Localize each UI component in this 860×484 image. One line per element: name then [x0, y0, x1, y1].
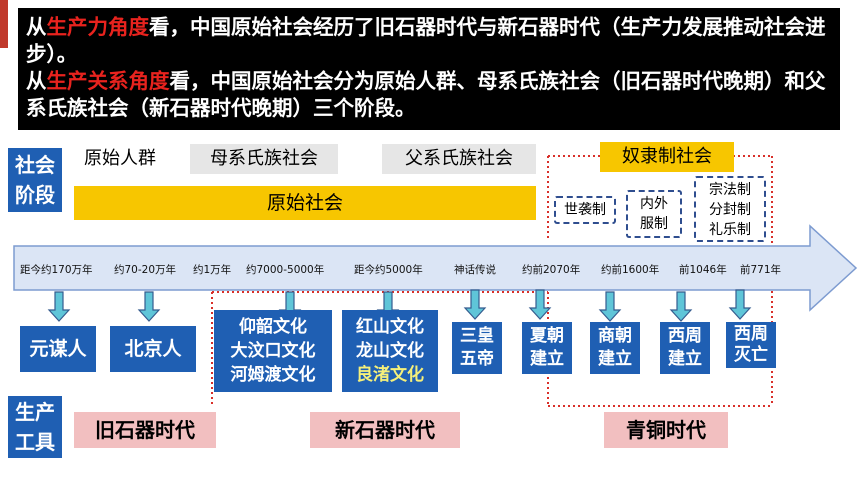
event-western-zhou-founded: 西周建立: [660, 322, 710, 374]
event-neolithic-cultures-2: 红山文化 龙山文化 良渚文化: [342, 310, 438, 392]
label-production-tools: 生产工具: [8, 396, 62, 458]
highlight-relations-of-production: 生产关系角度: [46, 69, 170, 93]
system-hereditary: 世袭制: [554, 196, 616, 224]
corner-accent: [0, 0, 8, 48]
era-bronze-age: 青铜时代: [604, 412, 728, 448]
callout-line-1: 从生产力角度看，中国原始社会经历了旧石器时代与新石器时代（生产力发展推动社会进步…: [26, 15, 826, 66]
highlight-productive-forces: 生产力角度: [46, 15, 150, 39]
system-zongfa-fenfeng-liyue: 宗法制 分封制 礼乐制: [694, 176, 766, 242]
era-neolithic: 新石器时代: [310, 412, 460, 448]
event-three-sovereigns: 三皇五帝: [452, 322, 502, 374]
event-yuanmou-man: 元谋人: [20, 326, 96, 372]
tick-4: 约7000-5000年: [246, 264, 325, 276]
tick-5: 距今约5000年: [354, 264, 423, 276]
system-inner-outer: 内外服制: [626, 190, 682, 238]
event-peking-man: 北京人: [110, 326, 196, 372]
tick-1: 距今约170万年: [20, 264, 93, 276]
label-social-stage: 社会阶段: [8, 148, 62, 212]
callout-line-2: 从生产关系角度看，中国原始社会分为原始人群、母系氏族社会（旧石器时代晚期）和父系…: [26, 69, 826, 120]
tick-10: 前771年: [740, 264, 782, 276]
tick-8: 约前1600年: [601, 264, 660, 276]
tick-3: 约1万年: [193, 264, 232, 276]
primitive-society-bar: 原始社会: [74, 186, 536, 220]
liangzhu-culture: 良渚文化: [356, 365, 424, 385]
stage-primitive-group: 原始人群: [84, 148, 156, 169]
tick-9: 前1046年: [679, 264, 727, 276]
tick-7: 约前2070年: [522, 264, 581, 276]
summary-callout: 从生产力角度看，中国原始社会经历了旧石器时代与新石器时代（生产力发展推动社会进步…: [18, 8, 840, 130]
event-neolithic-cultures-1: 仰韶文化 大汶口文化 河姆渡文化: [214, 310, 332, 392]
stage-matriarchal: 母系氏族社会: [190, 144, 338, 174]
event-xia-founded: 夏朝建立: [522, 322, 572, 374]
era-paleolithic: 旧石器时代: [74, 412, 216, 448]
tick-2: 约70-20万年: [114, 264, 177, 276]
event-western-zhou-fall: 西周灭亡: [726, 322, 776, 368]
event-shang-founded: 商朝建立: [590, 322, 640, 374]
tick-6: 神话传说: [454, 264, 496, 276]
stage-slavery: 奴隶制社会: [600, 142, 734, 172]
stage-patriarchal: 父系氏族社会: [382, 144, 536, 174]
